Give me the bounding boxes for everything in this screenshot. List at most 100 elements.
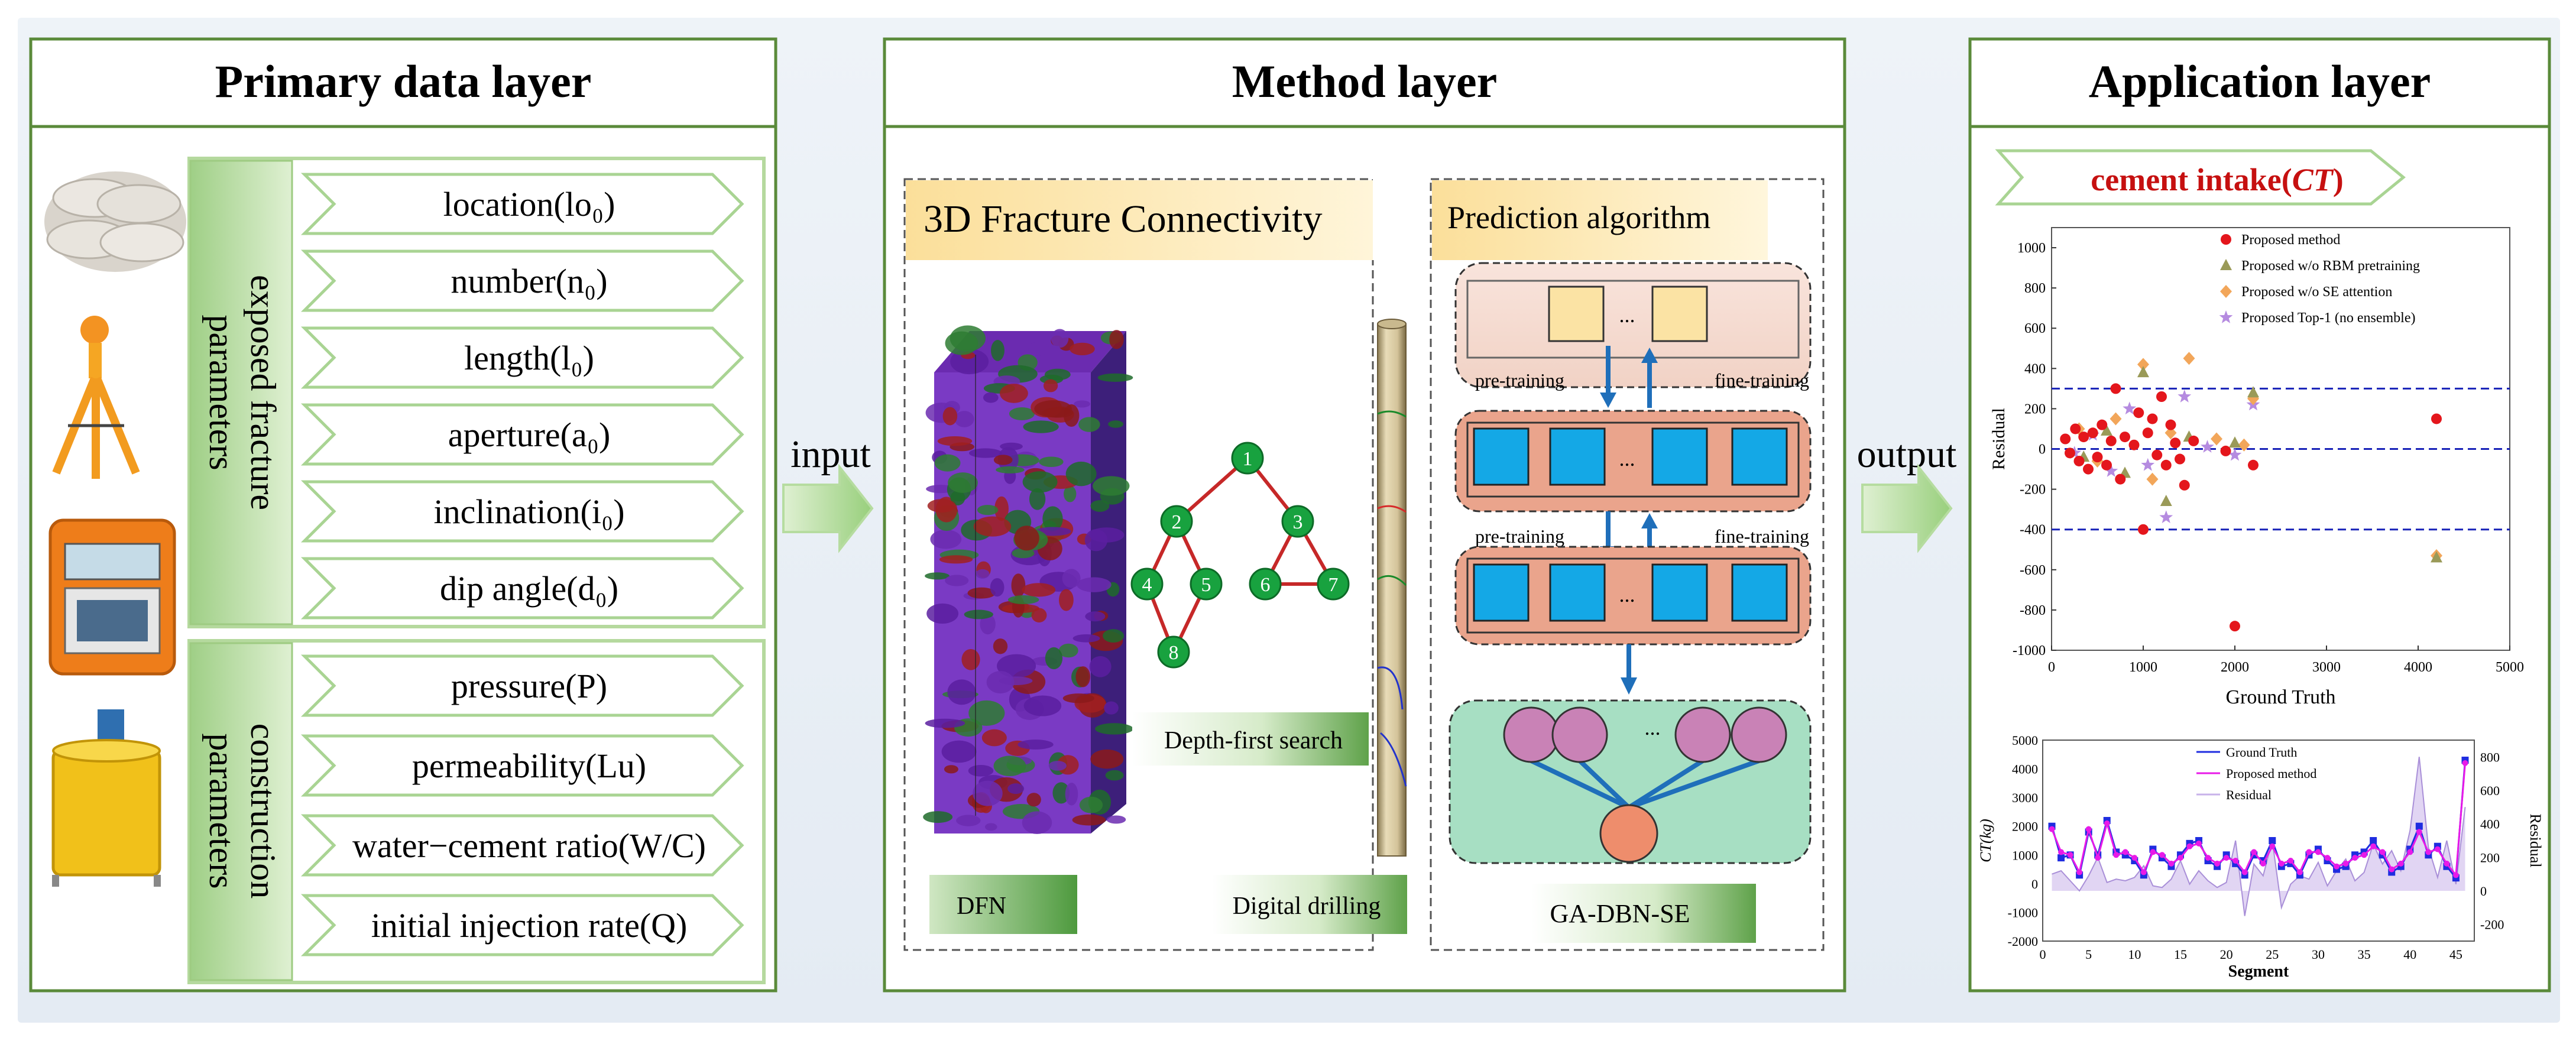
proposed-point [2380, 849, 2386, 855]
fracture-disc [987, 671, 1015, 693]
y-tick-label: 200 [2024, 401, 2046, 417]
fracture-disc [1000, 384, 1028, 403]
fracture-disc [1080, 797, 1103, 813]
fracture-disc [1106, 770, 1124, 781]
application-panel-title: Application layer [2089, 56, 2431, 107]
proposed-point [2104, 821, 2110, 826]
fracture-disc [1027, 793, 1041, 806]
fracture-disc [1066, 462, 1097, 486]
fracture-disc [1049, 761, 1067, 771]
y2-axis-label: Residual [2527, 814, 2544, 868]
proposed-point [2141, 869, 2147, 875]
proposed-point [2076, 869, 2082, 875]
fracture-disc [990, 578, 1005, 596]
proposed-point [2389, 867, 2394, 873]
y-tick-label: -200 [2020, 482, 2046, 498]
proposed-point [2297, 869, 2303, 875]
scatter-point [2156, 391, 2167, 402]
method-panel-title: Method layer [1232, 56, 1497, 107]
y2-tick-label: 0 [2480, 884, 2487, 899]
y-tick-label: -1000 [2008, 905, 2038, 920]
proposed-point [2131, 855, 2137, 861]
fracture-disc [1078, 417, 1100, 432]
ellipsis-middle: ... [1619, 447, 1635, 471]
exposed-fracture-label-line2: parameters [202, 314, 241, 470]
proposed-point [2407, 849, 2413, 855]
fracture-disc [985, 823, 997, 831]
y-tick-label: 400 [2024, 361, 2046, 377]
exposed-fracture-group: exposed fracture parameters location(lo₀… [189, 158, 764, 627]
fracture-disc [1018, 740, 1053, 750]
fracture-disc [942, 741, 977, 763]
proposed-point [2425, 849, 2431, 855]
cement-intake-label: cement intake(CT) [2091, 162, 2343, 197]
fracture-disc [974, 517, 1011, 537]
fracture-disc [1024, 695, 1062, 716]
fracture-disc [943, 407, 958, 426]
proposed-point [2334, 864, 2340, 870]
fracture-disc [1064, 404, 1079, 427]
legend-entry: Proposed method [2226, 766, 2316, 781]
legend-entry: Proposed method [2241, 232, 2340, 248]
tree-node-label: 8 [1169, 642, 1179, 664]
construction-label-line1: construction [244, 724, 283, 899]
scatter-point [2161, 460, 2172, 471]
fracture-disc [1103, 629, 1124, 643]
scatter-point [2060, 434, 2070, 445]
y-axis-label: CT(kg) [1977, 819, 1994, 862]
fracture-disc [1095, 723, 1133, 734]
exposed-fracture-label-line1: exposed fracture [244, 275, 283, 510]
fracture-disc [1023, 420, 1058, 433]
prediction-algorithm-title: Prediction algorithm [1447, 200, 1710, 235]
ground-truth-point [2057, 854, 2065, 861]
scatter-point [2133, 407, 2144, 418]
proposed-point [2287, 858, 2293, 864]
finetrain-label-1: fine-training [1715, 369, 1809, 391]
fracture-disc [1090, 750, 1123, 768]
method-panel: Method layer 3D Fracture Connectivity 12… [884, 39, 1845, 991]
tree-node-label: 4 [1142, 574, 1152, 596]
scatter-point [2170, 437, 2180, 448]
y-tick-label: 600 [2024, 321, 2046, 336]
x-tick-label: 5000 [2496, 660, 2524, 675]
proposed-point [2187, 844, 2193, 849]
proposed-point [2269, 844, 2275, 849]
proposed-point [2095, 855, 2101, 861]
model-label: GA-DBN-SE [1550, 899, 1690, 928]
fracture-disc [1107, 816, 1126, 824]
scatter-point [2221, 446, 2231, 456]
fracture-disc [1023, 471, 1058, 492]
scatter-point [2078, 432, 2089, 442]
proposed-point [2462, 760, 2468, 766]
proposed-point [2232, 858, 2238, 864]
fracture-disc [1104, 702, 1119, 715]
fracture-disc [1008, 595, 1039, 604]
fracture-disc [1072, 815, 1106, 826]
y2-tick-label: -200 [2480, 917, 2504, 932]
x-tick-label: 20 [2220, 947, 2233, 962]
hidden-node [1676, 708, 1730, 762]
fracture-disc [1089, 527, 1125, 543]
ellipsis-top: ... [1619, 303, 1635, 327]
fracture-disc [1093, 476, 1129, 495]
y2-tick-label: 400 [2480, 817, 2500, 832]
fracture-disc [935, 455, 961, 472]
fracture-disc [954, 411, 974, 427]
proposed-point [2279, 861, 2285, 867]
parameter-label: location(lo₀) [443, 185, 615, 223]
scatter-point [2106, 436, 2117, 446]
scatter-point [2138, 524, 2149, 535]
digital-drilling-label: Digital drilling [1233, 893, 1381, 920]
proposed-point [2361, 852, 2367, 858]
fracture-disc [1073, 634, 1100, 643]
x-tick-label: 1000 [2129, 660, 2157, 675]
scatter-point [2111, 383, 2121, 394]
fracture-disc [977, 505, 998, 515]
fracture-disc [1028, 342, 1049, 355]
x-tick-label: 25 [2266, 947, 2279, 962]
fracture-disc [947, 679, 976, 705]
fracture-disc [1065, 783, 1078, 806]
